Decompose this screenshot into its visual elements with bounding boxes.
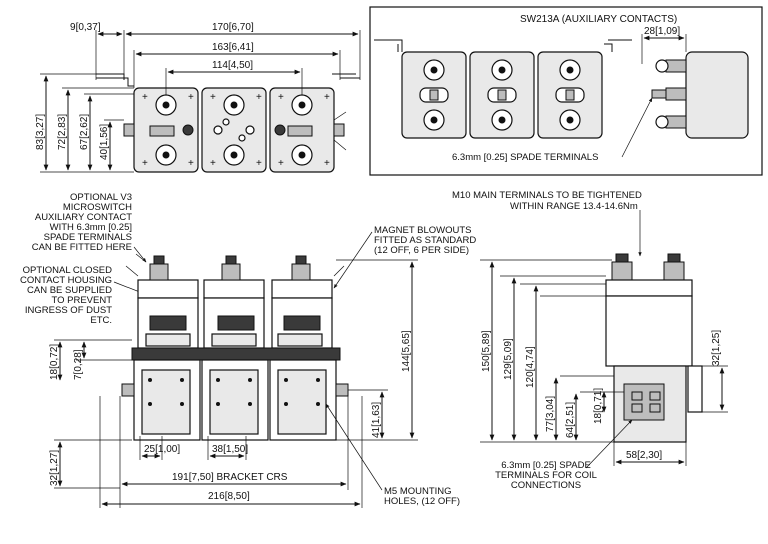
dim-129-label: 129[5,09] [503, 338, 514, 380]
svg-text:CONNECTIONS: CONNECTIONS [511, 480, 581, 491]
top-unit-2: + + + + [201, 87, 267, 173]
svg-text:AUXILIARY CONTACT: AUXILIARY CONTACT [35, 212, 132, 223]
svg-text:+: + [324, 92, 330, 103]
svg-text:CONTACT HOUSING: CONTACT HOUSING [20, 275, 112, 286]
aux-unit-2 [469, 51, 535, 139]
svg-text:M5 MOUNTING: M5 MOUNTING [384, 486, 452, 497]
dim-114-label: 114[4,50] [212, 60, 253, 71]
svg-text:+: + [256, 92, 262, 103]
aux-spade-note: 6.3mm [0.25] SPADE TERMINALS [452, 152, 598, 163]
svg-text:OPTIONAL CLOSED: OPTIONAL CLOSED [23, 265, 113, 276]
top-unit-1: + + + + [133, 87, 199, 173]
svg-text:WITH 6.3mm [0.25]: WITH 6.3mm [0.25] [50, 222, 132, 233]
aux-title: SW213A (AUXILIARY CONTACTS) [520, 14, 677, 25]
dim-191-label: 191[7,50] BRACKET CRS [172, 472, 288, 483]
dim-32-label: 32[1,27] [49, 450, 60, 486]
front-view: OPTIONAL V3 MICROSWITCH AUXILIARY CONTAC… [20, 192, 476, 508]
svg-text:TERMINALS FOR COIL: TERMINALS FOR COIL [495, 470, 597, 481]
note-magnet-blowouts: MAGNET BLOWOUTS FITTED AS STANDARD (12 O… [374, 225, 476, 256]
dim-144-label: 144[5,65] [401, 330, 412, 372]
aux-unit-3 [537, 51, 603, 139]
dim-58-label: 58[2,30] [626, 450, 662, 461]
svg-text:CAN BE SUPPLIED: CAN BE SUPPLIED [27, 285, 112, 296]
svg-text:6.3mm [0.25] SPADE: 6.3mm [0.25] SPADE [501, 460, 591, 471]
top-view: + + + + + + + + + + + + [35, 22, 361, 173]
svg-text:+: + [256, 158, 262, 169]
aux-dim-28-label: 28[1,09] [644, 26, 680, 37]
svg-text:MAGNET BLOWOUTS: MAGNET BLOWOUTS [374, 225, 471, 236]
dim-38-label: 38[1,50] [212, 444, 248, 455]
svg-text:+: + [188, 92, 194, 103]
side-view: M10 MAIN TERMINALS TO BE TIGHTENED WITHI… [452, 190, 728, 491]
top-unit-3: + + + + [269, 87, 335, 173]
svg-text:M10 MAIN TERMINALS TO BE TIGHT: M10 MAIN TERMINALS TO BE TIGHTENED [452, 190, 642, 201]
side-contactor [605, 253, 703, 443]
svg-text:OPTIONAL V3: OPTIONAL V3 [70, 192, 132, 203]
aux-contacts-box: SW213A (AUXILIARY CONTACTS) [369, 6, 763, 176]
svg-text:INGRESS OF DUST: INGRESS OF DUST [25, 305, 112, 316]
dim-77-label: 77[3,04] [545, 396, 556, 432]
dim-67-label: 67[2,62] [79, 114, 90, 150]
note-m5-mounting-holes: M5 MOUNTING HOLES, (12 OFF) [384, 486, 460, 507]
dim-150-label: 150[5,89] [481, 330, 492, 372]
aux-unit-1 [401, 51, 467, 139]
front-contactor-assembly [121, 253, 349, 441]
svg-text:+: + [278, 158, 284, 169]
dim-9-label: 9[0,37] [70, 22, 101, 33]
svg-text:+: + [324, 158, 330, 169]
dim-83-label: 83[3,27] [35, 114, 46, 150]
note-closed-contact-housing: OPTIONAL CLOSED CONTACT HOUSING CAN BE S… [20, 265, 112, 326]
svg-text:+: + [210, 92, 216, 103]
note-m10-terminals: M10 MAIN TERMINALS TO BE TIGHTENED WITHI… [452, 190, 642, 212]
dim-41-label: 41[1,63] [371, 402, 382, 438]
note-v3-microswitch: OPTIONAL V3 MICROSWITCH AUXILIARY CONTAC… [32, 192, 132, 253]
dim-72-label: 72[2,83] [57, 114, 68, 150]
svg-text:MICROSWITCH: MICROSWITCH [63, 202, 132, 213]
svg-text:CAN BE FITTED HERE: CAN BE FITTED HERE [32, 242, 132, 253]
dim-163-label: 163[6,41] [212, 42, 254, 53]
dim-64-label: 64[2,51] [565, 402, 576, 438]
svg-text:+: + [210, 158, 216, 169]
svg-text:FITTED AS STANDARD: FITTED AS STANDARD [374, 235, 476, 246]
svg-text:ETC.: ETC. [90, 315, 112, 326]
dim-120-label: 120[4,74] [525, 346, 536, 388]
svg-text:+: + [142, 92, 148, 103]
dim-7-label: 7[0,28] [73, 349, 84, 380]
dim-18-label: 18[0,72] [49, 344, 60, 380]
svg-text:SPADE TERMINALS: SPADE TERMINALS [44, 232, 132, 243]
dim-18-side-label: 18[0,71] [593, 388, 604, 424]
dim-32-side-label: 32[1,25] [711, 330, 722, 366]
dim-25-label: 25[1,00] [144, 444, 180, 455]
svg-text:HOLES, (12 OFF): HOLES, (12 OFF) [384, 496, 460, 507]
svg-text:+: + [142, 158, 148, 169]
note-coil-spade-terminals: 6.3mm [0.25] SPADE TERMINALS FOR COIL CO… [495, 460, 597, 491]
dim-216-label: 216[8,50] [208, 491, 250, 502]
svg-text:+: + [188, 158, 194, 169]
dim-170-label: 170[6,70] [212, 22, 254, 33]
aux-side-view [651, 51, 749, 139]
svg-text:WITHIN RANGE 13.4-14.6Nm: WITHIN RANGE 13.4-14.6Nm [510, 201, 638, 212]
dim-40-label: 40[1,56] [99, 124, 110, 160]
svg-text:(12 OFF, 6 PER SIDE): (12 OFF, 6 PER SIDE) [374, 245, 469, 256]
svg-text:TO PREVENT: TO PREVENT [51, 295, 112, 306]
svg-text:+: + [278, 92, 284, 103]
